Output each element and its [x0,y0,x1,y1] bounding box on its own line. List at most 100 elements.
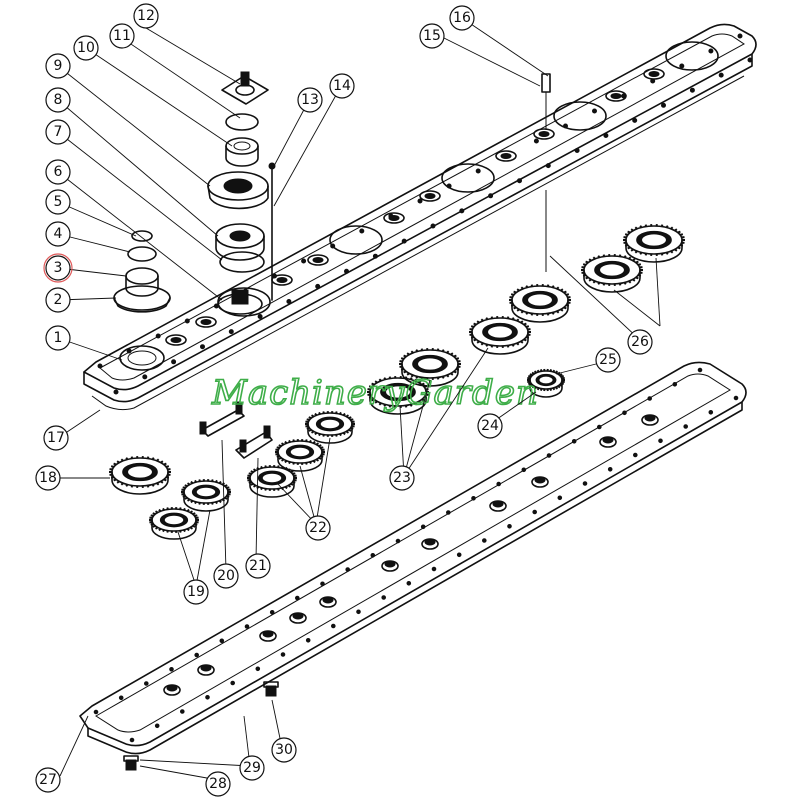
gear [623,223,685,263]
boss-bore [602,436,614,444]
bolt-hole [532,509,538,515]
callout-27: 27 [35,767,61,793]
bolt-hole [471,496,476,501]
boss-bore [292,612,304,620]
callout-circle [213,563,239,589]
callout-circle [45,87,71,113]
gear [305,410,355,444]
bolt-hole [395,538,401,544]
bolt-hole [496,481,502,487]
bolt-hole [169,667,174,672]
callout-circle [45,221,71,247]
callout-label: 10 [77,40,95,56]
spur-gears [109,223,685,540]
callout-label: 17 [47,430,65,446]
callout-circle [109,23,135,49]
bushing [195,316,217,328]
callout-label: 1 [54,330,63,346]
callout-8: 8 [45,87,71,113]
callout-circle [329,73,355,99]
callout-20: 20 [213,563,239,589]
bolt-hole [345,567,351,572]
bolt-hole [475,168,481,174]
bolt-hole [255,666,261,672]
callout-9: 9 [45,53,71,79]
callout-label: 30 [275,742,293,758]
callout-label: 16 [453,10,471,26]
bolt-hole [582,481,588,486]
callout-22: 22 [305,515,331,541]
hub-stack [113,71,551,315]
callout-circle [45,287,71,313]
gear [181,478,231,512]
bolt-hole [737,33,743,39]
bolt-hole [488,193,494,199]
bolt-hole [320,581,325,587]
bolt-hole [194,652,199,658]
bolt-hole [661,102,666,108]
bolt-hole [459,208,465,214]
callout-29: 29 [239,755,265,781]
gear [509,283,571,323]
callout-circle [595,347,621,373]
callout-circle [449,5,475,31]
boss-bore [644,414,656,422]
bushing-bore [500,153,512,159]
bolt-hole [219,638,225,644]
bolt-hole [603,133,609,138]
callout-label: 19 [187,584,205,600]
callouts: 1234567891011121314151617181920212223242… [35,3,653,797]
callout-label: 15 [423,28,441,44]
bolt-hole [417,198,423,204]
bolt-hole [230,680,235,686]
bolt-hole [733,395,739,401]
bolt-hole [533,138,539,144]
callout-21: 21 [245,553,271,579]
callout-11: 11 [109,23,135,49]
callout-30: 30 [271,737,297,763]
bushing [419,190,441,202]
callout-10: 10 [73,35,99,61]
lower-plate-bosses [163,414,659,696]
bolt-hole [679,63,685,69]
bolt-hole [747,57,753,63]
gear [469,315,531,355]
callout-5: 5 [45,189,71,215]
boss-bore [262,630,274,638]
bolt-hole [280,652,286,657]
callout-16: 16 [449,5,475,31]
callout-circle [205,771,231,797]
bolt-hole [482,538,487,543]
bolt-hole [592,108,597,114]
bolt-hole [401,238,407,244]
bushing-bore [610,93,622,99]
watermark: MachineryGarden [211,373,539,413]
bushing-bore [648,71,660,77]
bolt-hole [171,359,177,365]
callout-label: 27 [39,772,57,788]
callout-23: 23 [389,465,415,491]
callout-label: 6 [54,164,63,180]
drain-plugs [123,681,279,771]
bolt-hole [301,258,307,264]
bolt-hole [305,638,311,643]
callout-circle [297,87,323,113]
callout-7: 7 [45,119,71,145]
callout-label: 24 [481,418,499,434]
callout-label: 5 [54,194,63,210]
upper-housing-bar [83,23,757,411]
bolt-hole [370,553,376,558]
callout-label: 22 [309,520,327,536]
bolt-hole [420,524,426,530]
boss-bore [200,664,212,672]
callout-circle [305,515,331,541]
bolt-hole [574,148,580,153]
bolt-hole [154,723,160,729]
bolt-hole [184,318,190,324]
callout-label: 8 [54,92,63,108]
callout-14: 14 [329,73,355,99]
callout-label: 20 [217,568,235,584]
callout-18: 18 [35,465,61,491]
bushing-bore [538,131,550,137]
